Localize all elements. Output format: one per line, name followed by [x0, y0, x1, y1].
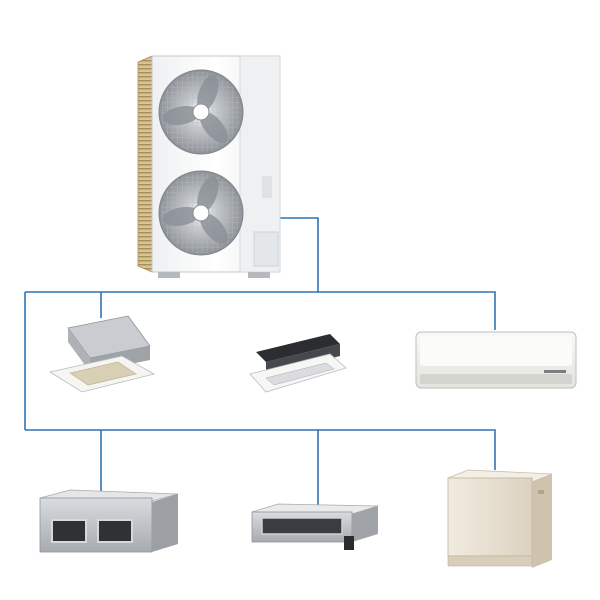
one-way-body-top [256, 334, 340, 362]
fan-bottom-blades [162, 176, 228, 244]
fan-top-blades [162, 75, 228, 143]
cassette-grille [69, 361, 137, 386]
wall-unit-display [544, 370, 566, 373]
outdoor-unit-label-plate [262, 176, 272, 198]
console-logo-plate [538, 490, 544, 494]
upper-branch-pipe [25, 291, 496, 330]
outdoor-unit-foot-right [248, 272, 270, 278]
ducted-outlet-left [51, 519, 87, 543]
slim-duct-control-box [344, 536, 354, 550]
one-way-cassette-unit [249, 334, 347, 393]
ducted-side [152, 494, 178, 552]
lower-branch-pipe [25, 429, 496, 470]
slim-duct-side [352, 506, 378, 542]
wall-mounted-split-unit [415, 331, 577, 389]
outdoor-unit-foot-left [158, 272, 180, 278]
fan-top-hub [192, 103, 210, 121]
cassette-body-side [68, 328, 90, 372]
outdoor-unit-service-cover [253, 231, 279, 267]
ducted-outlet-right [97, 519, 133, 543]
slim-ducted-unit [251, 503, 379, 550]
one-way-outlet [265, 362, 335, 386]
wall-unit-front-panel [420, 336, 572, 366]
console-front [447, 477, 533, 557]
console-side [532, 474, 552, 568]
piping-network [24, 217, 496, 505]
ducted-unit-large [39, 489, 179, 553]
outdoor-unit-side-grille [137, 55, 153, 273]
wall-unit-louver [420, 374, 572, 384]
four-way-cassette-unit [48, 315, 156, 393]
fan-bottom-hub [192, 204, 210, 222]
slim-duct-outlet [261, 517, 343, 535]
floor-standing-console-unit [447, 469, 553, 568]
console-base [447, 555, 533, 567]
main-pipe [280, 217, 319, 292]
outdoor-unit [137, 55, 281, 278]
